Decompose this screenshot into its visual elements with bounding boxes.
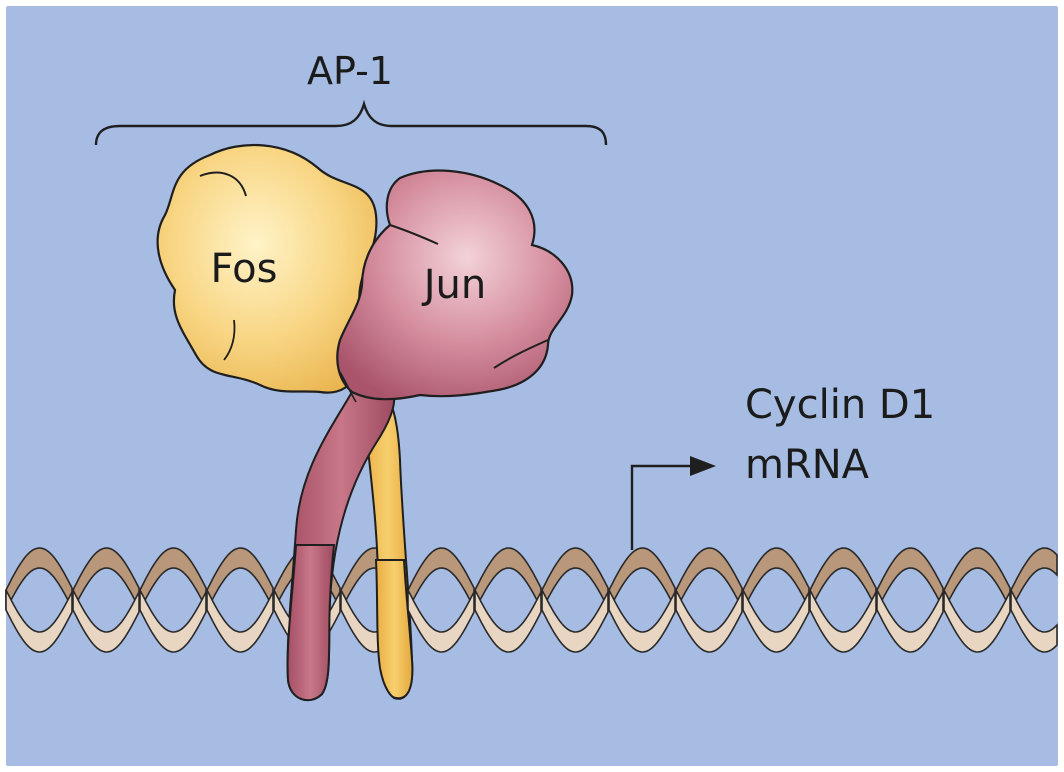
dna-strand-segment: [1010, 589, 1058, 653]
dna-strand-segment: [474, 589, 542, 653]
dna-strand-segment: [608, 589, 676, 653]
dna-strand-segment: [5, 589, 73, 653]
jun-fold-line: [339, 371, 357, 403]
dna-strand-segment: [541, 589, 609, 653]
mrna-label: mRNA: [745, 442, 870, 488]
fos-tail-front: [374, 559, 414, 700]
bent-arrow-icon: [630, 464, 690, 550]
dna-strand-segment: [139, 589, 207, 653]
dna-strand-segment: [1010, 547, 1058, 611]
jun-fold-line: [493, 339, 549, 369]
fos-label: Fos: [211, 246, 278, 292]
dna-strand-segment: [407, 589, 475, 653]
curly-brace-icon: [94, 99, 608, 146]
fos-fold-line: [199, 171, 247, 197]
dna-strand-segment: [206, 589, 274, 653]
fos-tail-lower: [374, 559, 414, 700]
dna-strand-segment: [809, 589, 877, 653]
dna-strand-segment: [876, 589, 944, 653]
jun-tail-lower: [286, 544, 336, 702]
arrowhead-icon: [690, 456, 716, 476]
dna-strand-segment: [675, 589, 743, 653]
jun-fold-line: [389, 224, 439, 245]
dna-strand-segment: [943, 589, 1011, 653]
dna-strand-segment: [72, 589, 140, 653]
fos-fold-line: [223, 319, 236, 361]
jun-tail-front: [286, 544, 336, 702]
dna-strand-segment: [742, 589, 810, 653]
jun-label: Jun: [421, 262, 487, 308]
fos-globular-domain: [156, 143, 378, 394]
ap1-complex-label: AP-1: [307, 49, 393, 93]
cyclin-d1-label: Cyclin D1: [745, 382, 935, 428]
